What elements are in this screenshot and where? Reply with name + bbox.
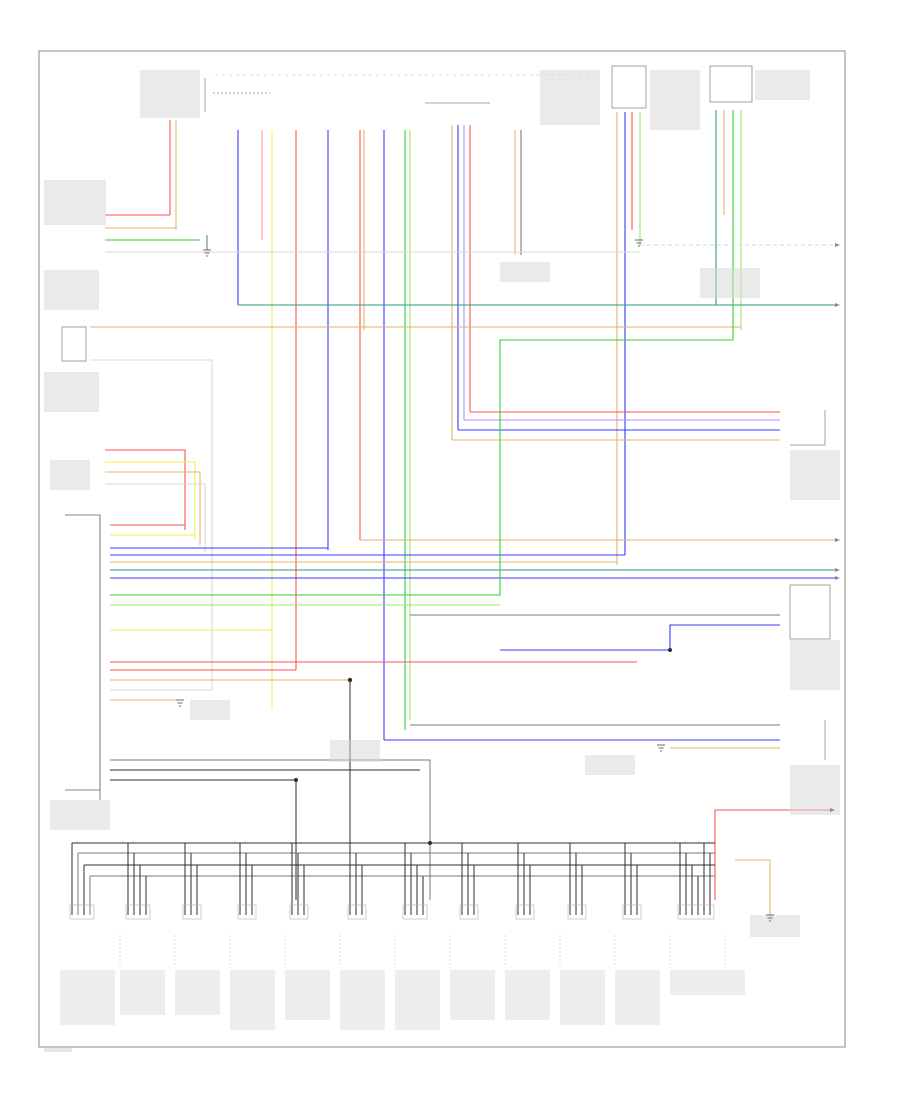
splice-dot-icon — [294, 648, 672, 845]
top-components — [61, 65, 831, 760]
connector-pin-icon — [69, 904, 715, 920]
caption-blocks — [44, 70, 840, 1052]
diagram-frame — [38, 50, 846, 1048]
bottom-components — [119, 935, 726, 965]
horizontal-wires — [90, 214, 835, 861]
left-module-bracket — [65, 514, 101, 800]
top-vertical-wires — [169, 110, 771, 915]
ground-symbol-icon — [176, 239, 774, 922]
connector-drops — [127, 843, 711, 915]
right-edge-arrows — [830, 243, 840, 812]
lower-harness — [71, 680, 715, 915]
